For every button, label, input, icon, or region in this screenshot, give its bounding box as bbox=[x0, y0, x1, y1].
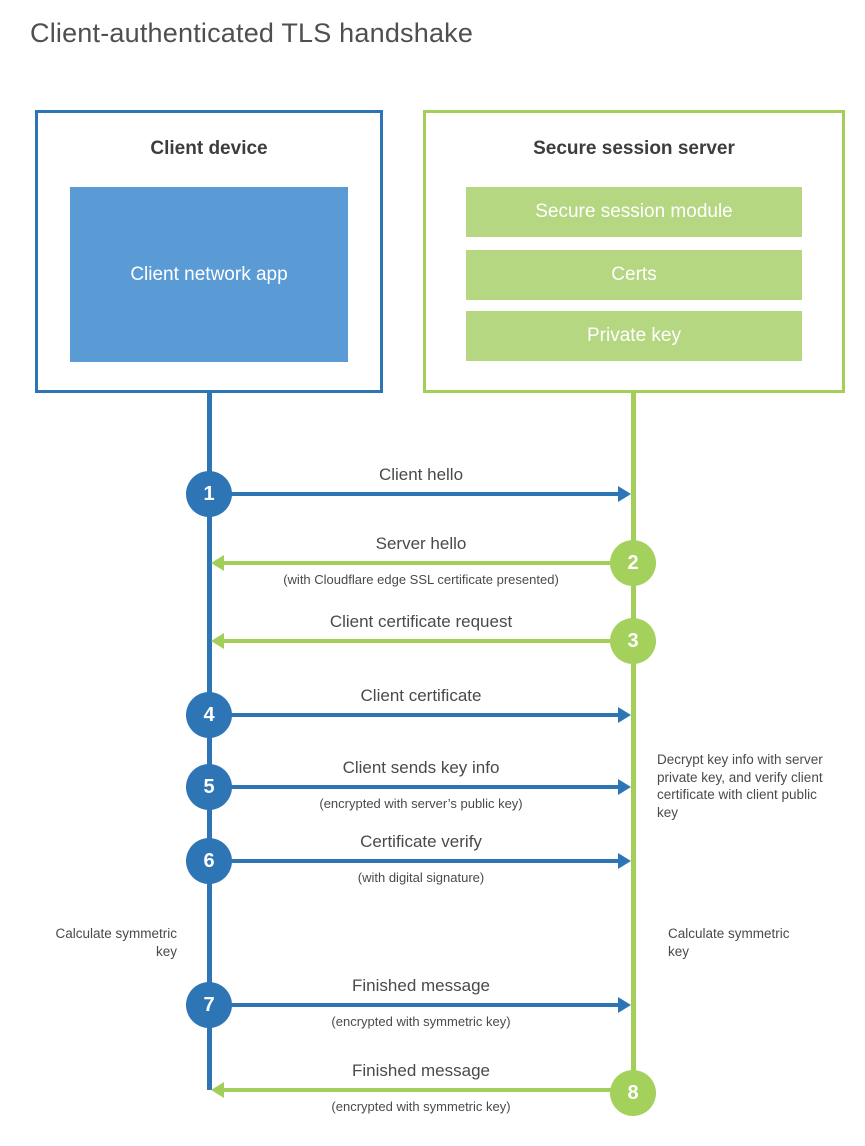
step-5-number: 5 bbox=[203, 775, 215, 798]
step-8-sublabel: (encrypted with symmetric key) bbox=[331, 1099, 511, 1114]
step-1-number: 1 bbox=[203, 482, 215, 505]
step-7-label: Finished message bbox=[352, 976, 490, 995]
step-4-label: Client certificate bbox=[360, 686, 482, 705]
step-8-arrowhead bbox=[211, 1082, 224, 1098]
step-4-arrowhead bbox=[618, 707, 631, 723]
step-8-marker: 8 bbox=[610, 1070, 656, 1116]
step-8-arrow bbox=[224, 1088, 633, 1092]
step-6-label: Certificate verify bbox=[360, 832, 482, 851]
client-network-app-box: Client network app bbox=[70, 187, 348, 362]
client-network-app-label: Client network app bbox=[130, 263, 288, 285]
step-5-label: Client sends key info bbox=[342, 758, 500, 777]
client-device-box: Client device Client network app bbox=[35, 110, 383, 393]
step-8-label: Finished message bbox=[352, 1061, 490, 1080]
server-module-secure-session: Secure session module bbox=[466, 187, 802, 237]
page-title: Client-authenticated TLS handshake bbox=[30, 18, 474, 48]
step-6-marker: 6 bbox=[186, 838, 232, 884]
step-2-sublabel: (with Cloudflare edge SSL certificate pr… bbox=[283, 572, 559, 587]
step-1-arrow bbox=[209, 492, 618, 496]
step-4-number: 4 bbox=[203, 703, 215, 726]
step-3-label: Client certificate request bbox=[329, 612, 513, 631]
server-lifeline bbox=[631, 390, 636, 1096]
step-6-sublabel: (with digital signature) bbox=[357, 870, 485, 885]
client-lifeline bbox=[207, 390, 212, 1090]
step-1-arrowhead bbox=[618, 486, 631, 502]
step-3-arrow bbox=[224, 639, 633, 643]
step-2-arrowhead bbox=[211, 555, 224, 571]
step-5-arrowhead bbox=[618, 779, 631, 795]
step-2-number: 2 bbox=[627, 551, 639, 574]
step-5-arrow bbox=[209, 785, 618, 789]
step-6-arrowhead bbox=[618, 853, 631, 869]
step-1-label: Client hello bbox=[378, 465, 464, 484]
client-device-title: Client device bbox=[150, 138, 268, 159]
step-1-marker: 1 bbox=[186, 471, 232, 517]
step-2-label: Server hello bbox=[375, 534, 467, 553]
server-decrypt-note: Decrypt key info with server private key… bbox=[657, 752, 823, 820]
secure-session-server-box: Secure session server Secure session mod… bbox=[423, 110, 845, 393]
step-7-arrowhead bbox=[618, 997, 631, 1013]
step-3-marker: 3 bbox=[610, 618, 656, 664]
server-module-certs: Certs bbox=[466, 250, 802, 300]
step-6-number: 6 bbox=[203, 849, 215, 872]
server-calc-symmetric-key-note: Calculate symmetric key bbox=[668, 926, 790, 959]
step-6-arrow bbox=[209, 859, 618, 863]
step-2-arrow bbox=[224, 561, 633, 565]
step-7-marker: 7 bbox=[186, 982, 232, 1028]
step-7-arrow bbox=[209, 1003, 618, 1007]
step-3-arrowhead bbox=[211, 633, 224, 649]
server-module-private-key: Private key bbox=[466, 311, 802, 361]
step-5-marker: 5 bbox=[186, 764, 232, 810]
step-7-number: 7 bbox=[203, 993, 215, 1016]
step-7-sublabel: (encrypted with symmetric key) bbox=[331, 1014, 511, 1029]
secure-session-server-title: Secure session server bbox=[533, 138, 735, 159]
step-4-arrow bbox=[209, 713, 618, 717]
client-calc-symmetric-key-note: Calculate symmetric key bbox=[55, 926, 177, 959]
step-8-number: 8 bbox=[627, 1081, 639, 1104]
step-5-sublabel: (encrypted with server’s public key) bbox=[319, 796, 523, 811]
step-2-marker: 2 bbox=[610, 540, 656, 586]
step-3-number: 3 bbox=[627, 629, 639, 652]
step-4-marker: 4 bbox=[186, 692, 232, 738]
